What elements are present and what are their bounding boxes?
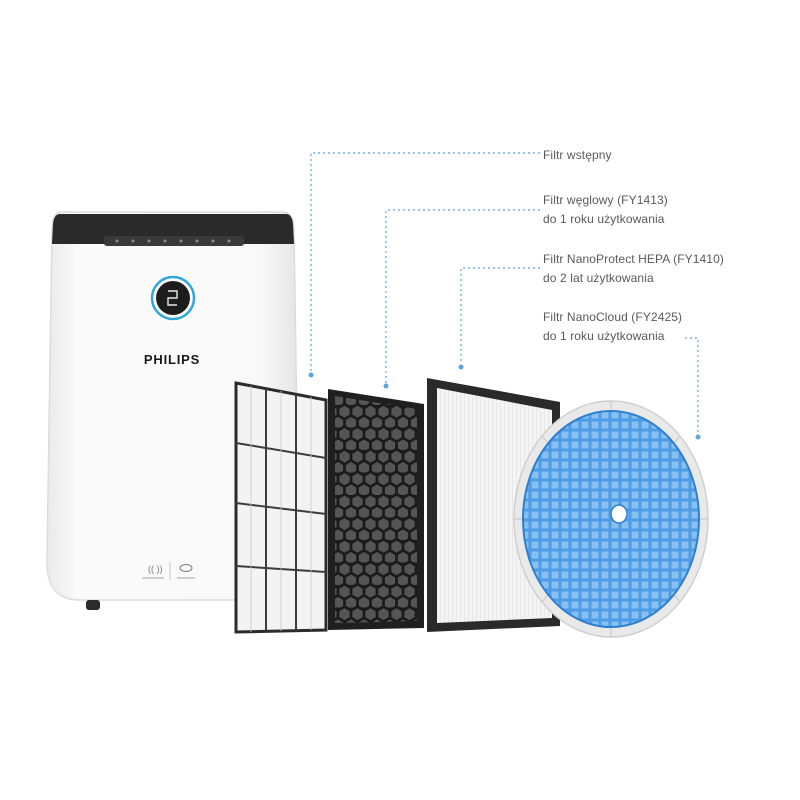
pre-filter-grid: [234, 381, 328, 634]
label-hepa-filter-name: Filtr NanoProtect HEPA (FY1410): [543, 252, 724, 266]
label-pre-filter: Filtr wstępny: [543, 146, 612, 165]
label-nanocloud-filter: Filtr NanoCloud (FY2425) do 1 roku użytk…: [543, 308, 682, 346]
control-panel: [104, 236, 244, 246]
svg-text:(( )): (( )): [148, 564, 163, 574]
label-carbon-filter-name: Filtr węglowy (FY1413): [543, 193, 668, 207]
sensor-badges: (( )): [142, 562, 195, 580]
leader-lines: [308, 152, 701, 440]
wheel-left: [86, 600, 100, 610]
carbon-honeycomb: [328, 389, 424, 630]
brand-logo: PHILIPS: [144, 352, 200, 367]
label-carbon-filter-lifetime: do 1 roku użytkowania: [543, 212, 665, 226]
label-hepa-filter-lifetime: do 2 lat użytkowania: [543, 271, 654, 285]
nanocloud-disc: [513, 400, 709, 638]
display-ring-icon: [149, 274, 197, 322]
leader-pre-filter: [310, 152, 540, 372]
label-hepa-filter: Filtr NanoProtect HEPA (FY1410) do 2 lat…: [543, 250, 724, 288]
label-nanocloud-filter-lifetime: do 1 roku użytkowania: [543, 329, 665, 343]
leader-hepa: [460, 267, 540, 364]
label-carbon-filter: Filtr węglowy (FY1413) do 1 roku użytkow…: [543, 191, 668, 229]
control-buttons: [115, 239, 231, 243]
disc-center-hole: [610, 504, 628, 524]
label-nanocloud-filter-name: Filtr NanoCloud (FY2425): [543, 310, 683, 324]
leader-carbon: [385, 209, 540, 383]
leader-nanocloud: [685, 337, 699, 434]
label-pre-filter-name: Filtr wstępny: [543, 148, 612, 162]
